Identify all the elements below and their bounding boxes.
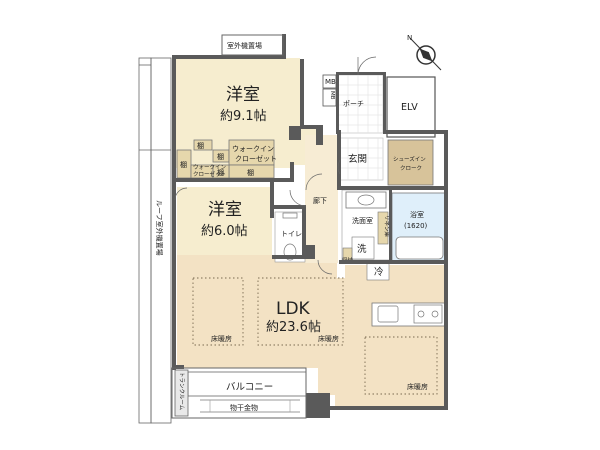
linen-cabinet-label: リネン庫 [383, 215, 391, 238]
kitchen-sink [377, 305, 399, 323]
floor-heating-zone-3 [364, 336, 438, 395]
ldk-floor [177, 255, 447, 408]
shoes-in-label-line1: シューズイン [393, 155, 426, 163]
corridor-floor [305, 135, 338, 263]
outdoor-unit-area-box [221, 34, 284, 56]
toilet-label: トイレ [281, 230, 302, 238]
western-room-2-name: 洋室 [208, 200, 242, 220]
mb-label: MB [325, 78, 336, 86]
walk-in-closet [176, 139, 275, 179]
mb-label-vertical: MB [329, 91, 335, 100]
shelf-label-2: 棚 [217, 152, 224, 161]
shoes-in-label-line2: クローク [400, 165, 422, 172]
outdoor-unit-area-label: 室外機置場 [227, 41, 262, 50]
shoes-in-cloak [387, 139, 434, 186]
kitchen-floor [345, 265, 447, 285]
roof-outdoor-unit-label: ルーフ室外機置場 [155, 200, 164, 256]
western-room-2-size: 約6.0帖 [201, 224, 248, 239]
floor-heating-label-2: 床暖房 [318, 334, 339, 343]
shelf-label-5: 棚 [247, 168, 254, 177]
cooktop [413, 304, 443, 324]
laundry-hardware-label: 物干金物 [230, 403, 258, 412]
toilet-tank [282, 212, 298, 219]
balcony-floor [188, 372, 318, 396]
ldk-name: LDK [276, 299, 311, 319]
corridor-label: 廊下 [313, 196, 327, 205]
floor-heating-label-3: 床暖房 [407, 382, 428, 391]
shelf-label-4: 棚 [217, 168, 224, 177]
roof-strip [138, 57, 172, 424]
doors [174, 56, 377, 275]
western-room-1-size: 約9.1帖 [220, 109, 267, 124]
north-compass-icon: N [407, 34, 442, 71]
entrance-tile [337, 137, 384, 181]
entrance-label: 玄関 [348, 153, 367, 165]
mb-box-1 [322, 74, 337, 89]
walkin-closet-label-line2: クローゼット [235, 154, 277, 163]
bathtub [395, 236, 444, 260]
trunk-room-label: トランクルーム [178, 372, 185, 411]
balcony-frame [171, 367, 307, 419]
washer-label: 洗 [357, 243, 367, 255]
walls [172, 34, 448, 418]
balcony-label: バルコニー [226, 382, 273, 393]
bathroom-name: 浴室 [410, 210, 424, 219]
washroom-label: 洗面室 [352, 216, 373, 225]
svg-text:N: N [407, 34, 412, 42]
shelf-label-3: 棚 [180, 160, 187, 169]
porch-label: ポーチ [343, 100, 364, 108]
bathroom-size: (1620) [404, 222, 428, 230]
floor-heating-label-1: 床暖房 [211, 334, 232, 343]
walkin-small-label-line2: クローゼット [193, 170, 226, 178]
elevator-label: ELV [401, 102, 418, 113]
mb-box-2 [322, 88, 337, 107]
basin-bowl [357, 194, 375, 206]
western-room-2-floor [177, 187, 272, 255]
ldk-size: 約23.6帖 [266, 320, 321, 335]
wash-basin [345, 191, 387, 209]
walkin-closet-label-line1: ウォークイン [232, 145, 274, 153]
floor-heating-zone-1 [192, 277, 244, 346]
linen-cabinet [377, 211, 389, 245]
western-room-1-name: 洋室 [226, 85, 260, 105]
fridge-label: 冷 [374, 266, 384, 278]
walkin-small-label-line1: ウォークイン [193, 163, 227, 171]
elevator-box [386, 76, 436, 138]
shelf-label-1: 棚 [197, 141, 204, 150]
